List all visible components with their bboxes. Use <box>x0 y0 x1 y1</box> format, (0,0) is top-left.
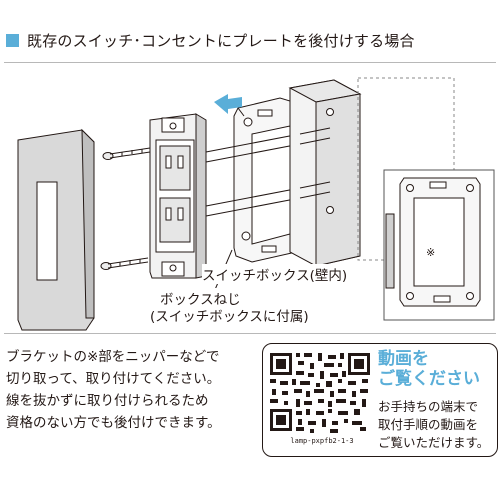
video-box <box>262 343 498 457</box>
cover-plate <box>17 128 95 331</box>
note-line: 線を抜かずに取り付けられるため <box>6 393 209 409</box>
video-description-line: ご覧いただけます。 <box>378 435 490 450</box>
video-description: お手持ちの端末で 取付手順の動画を ご覧いただけます。 <box>378 398 494 452</box>
note-line: 資格のない方でも後付けできます。 <box>6 415 221 431</box>
qr-caption: lamp-pxpfb2-1-3 <box>290 437 354 445</box>
video-description-line: お手持ちの端末で <box>378 399 479 414</box>
screw-bottom <box>100 257 149 270</box>
video-description-line: 取付手順の動画を <box>378 417 479 432</box>
video-heading-line: 動画を <box>378 349 429 369</box>
note-line: 切り取って、取り付けてください。 <box>6 371 221 387</box>
diagram-panel <box>4 62 496 334</box>
direction-arrow-icon <box>214 94 242 114</box>
box-screw-label: ボックスねじ <box>160 288 241 308</box>
section-title: 既存のスイッチ･コンセントにプレートを後付けする場合 <box>27 31 415 50</box>
bracket <box>233 97 307 263</box>
video-heading: 動画を ご覧ください <box>378 349 494 389</box>
inset-detail <box>383 169 495 321</box>
screw-top <box>102 147 151 160</box>
install-note: ブラケットの※部をニッパーなどで 切り取って、取り付けてください。 線を抜かずに… <box>6 346 256 434</box>
note-line: ブラケットの※部をニッパーなどで <box>6 349 220 365</box>
qr-code-icon[interactable] <box>268 351 372 435</box>
inset-mark-label: ※ <box>426 246 436 259</box>
box-screw-note-label: (スイッチボックスに付属) <box>150 305 309 325</box>
header-marker-icon <box>6 33 19 47</box>
switch-box-label: スイッチボックス(壁内) <box>202 264 348 284</box>
section-header: 既存のスイッチ･コンセントにプレートを後付けする場合 <box>6 28 415 52</box>
video-heading-line: ご覧ください <box>378 369 480 389</box>
outlet-frame <box>149 113 207 279</box>
switch-box <box>288 79 362 267</box>
mounting-rods <box>205 133 301 217</box>
